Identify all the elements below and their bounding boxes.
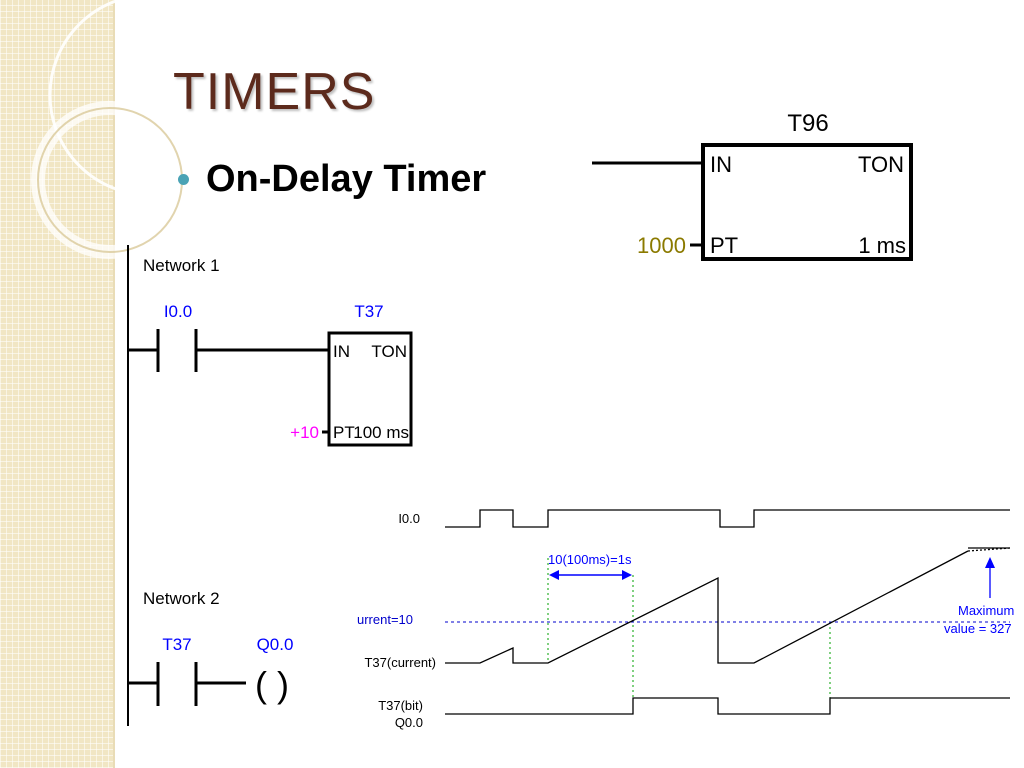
network-1-label: Network 1 <box>143 256 220 275</box>
network-1-type-label: TON <box>371 342 407 361</box>
max-value-arrow-head <box>985 557 995 568</box>
network-2-coil: ( ) <box>255 664 289 705</box>
delay-arrow-left-head <box>549 570 559 580</box>
bullet-item: On-Delay Timer <box>178 158 486 201</box>
slide-title: TIMERS <box>173 63 376 121</box>
timing-diagram: I0.0 10(100ms)=1s urrent=10 T37(current)… <box>357 509 1014 730</box>
network-1-timer-name: T37 <box>354 302 383 321</box>
signal-current-continuation <box>967 547 1011 552</box>
delay-arrow-right-head <box>622 570 632 580</box>
threshold-label: urrent=10 <box>357 612 413 627</box>
top-ton-block: T96 IN TON PT 1 ms 1000 <box>592 110 913 261</box>
top-block-pt-value: 1000 <box>637 233 686 258</box>
network-1-in-label: IN <box>333 342 350 361</box>
signal-current-waveform <box>445 550 969 664</box>
network-2-label: Network 2 <box>143 589 220 608</box>
max-value-label-line2: value = 327 <box>944 621 1012 636</box>
network-1-resolution: 100 ms <box>353 423 409 442</box>
max-value-label-line1: Maximum <box>958 603 1014 618</box>
network-1-ton-box <box>327 331 413 447</box>
network-1: Network 1 I0.0 T37 IN TON PT 100 ms +10 <box>128 256 413 447</box>
signal-label-bit: T37(bit) <box>378 698 423 713</box>
bullet-dot-icon <box>178 174 189 185</box>
network-1-pt-label: PT <box>333 423 355 442</box>
side-panel-edge <box>113 0 115 768</box>
signal-label-q0: Q0.0 <box>395 715 423 730</box>
signal-bit-waveform <box>445 697 1010 715</box>
signal-label-current: T37(current) <box>364 655 436 670</box>
top-block-type-label: TON <box>858 152 904 177</box>
network-2-coil-label: Q0.0 <box>257 635 294 654</box>
network-2: Network 2 T37 Q0.0 ( ) <box>128 589 293 706</box>
top-block-pt-label: PT <box>710 233 738 258</box>
network-2-contact-label: T37 <box>162 635 191 654</box>
signal-label-i0: I0.0 <box>398 511 420 526</box>
top-block-resolution: 1 ms <box>858 233 906 258</box>
signal-i0-waveform <box>445 509 1010 528</box>
network-1-pt-value: +10 <box>290 423 319 442</box>
bullet-text: On-Delay Timer <box>206 158 487 200</box>
delay-annotation: 10(100ms)=1s <box>548 552 632 567</box>
top-block-name: T96 <box>787 110 828 137</box>
top-block-in-label: IN <box>710 152 732 177</box>
top-block-box <box>701 143 913 261</box>
network-1-contact-label: I0.0 <box>164 302 192 321</box>
